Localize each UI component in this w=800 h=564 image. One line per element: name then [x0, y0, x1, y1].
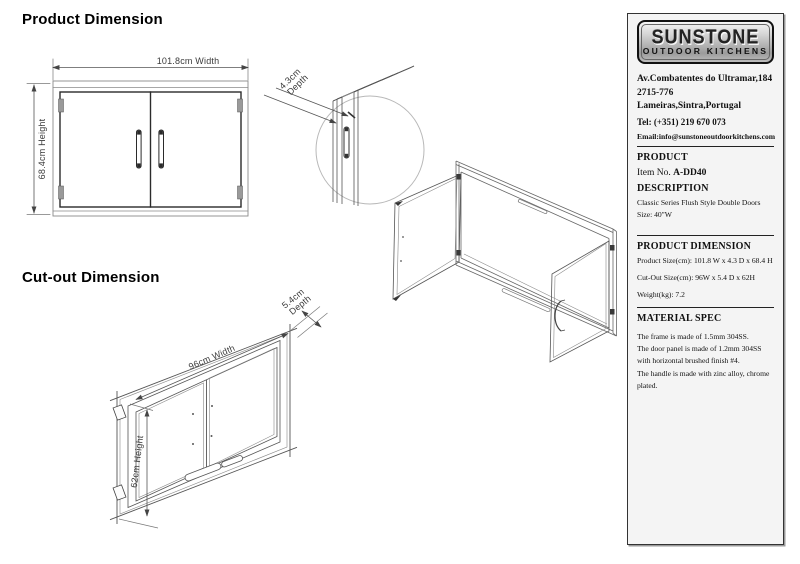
divider	[637, 306, 774, 308]
isometric-open-view	[392, 160, 617, 363]
material-line: The door panel is made of 1.2mm 304SS	[637, 343, 762, 353]
divider	[637, 145, 774, 147]
description-header: DESCRIPTION	[637, 182, 709, 194]
logo-tagline-text: OUTDOOR KITCHENS	[642, 45, 769, 56]
iso-door-handle	[554, 300, 562, 332]
front-left-door-handle	[136, 129, 142, 169]
info-panel: SUNSTONE OUTDOOR KITCHENS Av.Combatentes…	[627, 13, 784, 545]
detail-callout-drawing: 4.3cm Depth	[263, 64, 425, 206]
address-line-2: 2715-776 Lameiras,Sintra,Portugal	[637, 87, 741, 112]
detail-handle	[343, 126, 350, 159]
description-line: Classic Series Flush Style Double Doors	[637, 197, 761, 207]
telephone: Tel: (+351) 219 670 073	[637, 116, 726, 127]
item-number: Item No. A-DD40	[637, 168, 774, 178]
detail-hinge-mark	[347, 111, 356, 119]
product-dimension-header: PRODUCT DIMENSION	[637, 241, 752, 253]
weight: Weight(kg): 7.2	[637, 290, 685, 300]
iso-right-door	[549, 240, 610, 363]
product-dimension-title: Product Dimension	[22, 11, 163, 28]
cutout-isometric-drawing: 96cm Width 62cm Height 5.4cm Depth	[109, 285, 328, 529]
size-line: Size: 40"W	[637, 209, 672, 219]
cutout-dimension-title: Cut-out Dimension	[22, 269, 160, 286]
cutout-hinge-bottom	[112, 484, 127, 501]
cutout-depth-label: 5.4cm Depth	[280, 285, 314, 318]
cutout-handle-right	[221, 455, 243, 468]
detail-depth-label: 4.3cm Depth	[277, 64, 311, 98]
front-view-drawing: 101.8cm Width 68.4cm Height	[26, 56, 249, 217]
sunstone-logo: SUNSTONE OUTDOOR KITCHENS	[637, 20, 774, 64]
cutout-width-label: 96cm Width	[187, 343, 236, 372]
address-line-1: Av.Combatentes do Ultramar,184	[637, 74, 773, 84]
iso-hinges	[456, 174, 615, 315]
cutout-handle-left	[184, 462, 222, 482]
technical-drawings: 101.8cm Width 68.4cm Height	[26, 56, 617, 529]
front-right-door-handle	[158, 129, 164, 169]
logo-brand-text: SUNSTONE	[651, 25, 760, 48]
product-size: Product Size(cm): 101.8 W x 4.3 D x 68.4…	[637, 256, 773, 266]
bottom-rail-slot	[501, 288, 551, 313]
email: Email:info@sunstoneoutdoorkitchens.com	[637, 131, 776, 141]
front-height-label: 68.4cm Height	[37, 118, 47, 179]
cutout-height-label: 62cm Height	[129, 435, 145, 489]
material-line: The handle is made with zinc alloy, chro…	[637, 368, 770, 378]
front-width-label: 101.8cm Width	[157, 56, 220, 66]
cutout-size: Cut-Out Size(cm): 96W x 5.4 D x 62H	[637, 273, 755, 283]
product-header: PRODUCT	[637, 151, 688, 163]
cutout-hinge-top	[112, 404, 127, 421]
item-number-label: Item No.	[637, 167, 671, 178]
material-line: The frame is made of 1.5mm 304SS.	[637, 331, 749, 341]
front-hinges	[58, 98, 243, 200]
material-line: with horizontal brushed finish #4.	[637, 356, 740, 366]
material-line: plated.	[637, 381, 658, 391]
top-rail-slot	[517, 199, 548, 214]
item-number-value: A-DD40	[673, 167, 707, 178]
iso-left-door	[392, 173, 462, 301]
divider	[637, 235, 774, 237]
material-spec-header: MATERIAL SPEC	[637, 312, 722, 324]
